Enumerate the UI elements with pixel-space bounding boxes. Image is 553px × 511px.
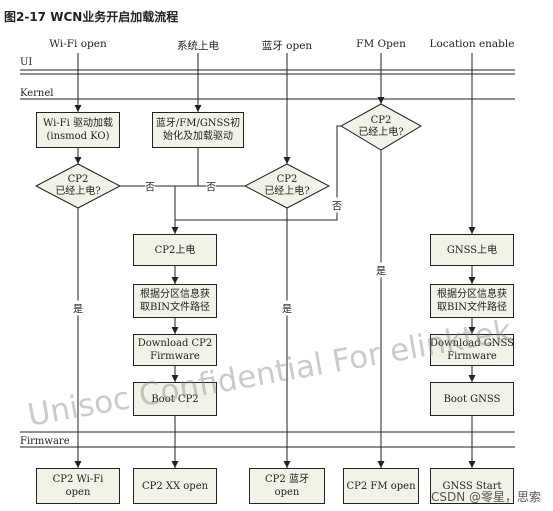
- layer-label-firmware: Firmware: [20, 436, 70, 447]
- box-fw-cp2-fm-open: CP2 FM open: [343, 468, 419, 504]
- decision-text-fm: CP2 已经上电?: [358, 115, 404, 138]
- column-header-system-power: 系统上电: [177, 40, 219, 52]
- column-header-location-enable: Location enable: [429, 38, 515, 50]
- label-no-fm: 否: [332, 197, 342, 213]
- box-fw-cp2-bt-open: CP2 蓝牙 open: [249, 468, 325, 504]
- box-fw-gnss-start: GNSS Start: [430, 468, 514, 504]
- box-fw-cp2-xx-open: CP2 XX open: [133, 468, 217, 504]
- csdn-credit: CSDN @零星，思索: [430, 490, 541, 504]
- box-bt-fm-gnss-init: 蓝牙/FM/GNSS初 始化及加载驱动: [152, 112, 244, 148]
- box-boot-gnss: Boot GNSS: [430, 382, 514, 416]
- label-yes-wifi: 是: [73, 300, 83, 316]
- box-cp2-power-on: CP2上电: [133, 234, 217, 266]
- label-no-wifi: 否: [145, 178, 155, 194]
- box-gnss-download-firmware: Download GNSS Firmware: [430, 334, 514, 366]
- layer-label-ui: UI: [20, 57, 33, 68]
- box-gnss-get-bin-path: 根据分区信息获 取BIN文件路径: [430, 284, 514, 318]
- decision-text-bt: CP2 已经上电?: [264, 174, 310, 197]
- column-header-wifi-open: Wi-Fi open: [49, 38, 107, 50]
- label-yes-bt: 是: [282, 300, 292, 316]
- box-wifi-driver-load: Wi-Fi 驱动加载 (insmod KO): [36, 112, 120, 148]
- column-header-bt-open: 蓝牙 open: [261, 40, 313, 52]
- box-cp2-get-bin-path: 根据分区信息获 取BIN文件路径: [133, 284, 217, 318]
- box-cp2-download-firmware: Download CP2 Firmware: [133, 334, 217, 366]
- line-init-merge: [175, 148, 199, 187]
- line-fm-no: [175, 125, 341, 221]
- label-yes-fm: 是: [376, 262, 386, 278]
- box-boot-cp2: Boot CP2: [133, 382, 217, 416]
- figure-title: 图2-17 WCN业务开启加载流程: [4, 10, 179, 24]
- layer-label-kernel: Kernel: [20, 88, 54, 99]
- decision-text-wifi: CP2 已经上电?: [55, 174, 101, 197]
- label-no-bt: 否: [206, 178, 216, 194]
- column-header-fm-open: FM Open: [356, 38, 406, 50]
- box-gnss-power-on: GNSS上电: [430, 234, 514, 266]
- box-fw-cp2-wifi-open: CP2 Wi-Fi open: [36, 468, 120, 504]
